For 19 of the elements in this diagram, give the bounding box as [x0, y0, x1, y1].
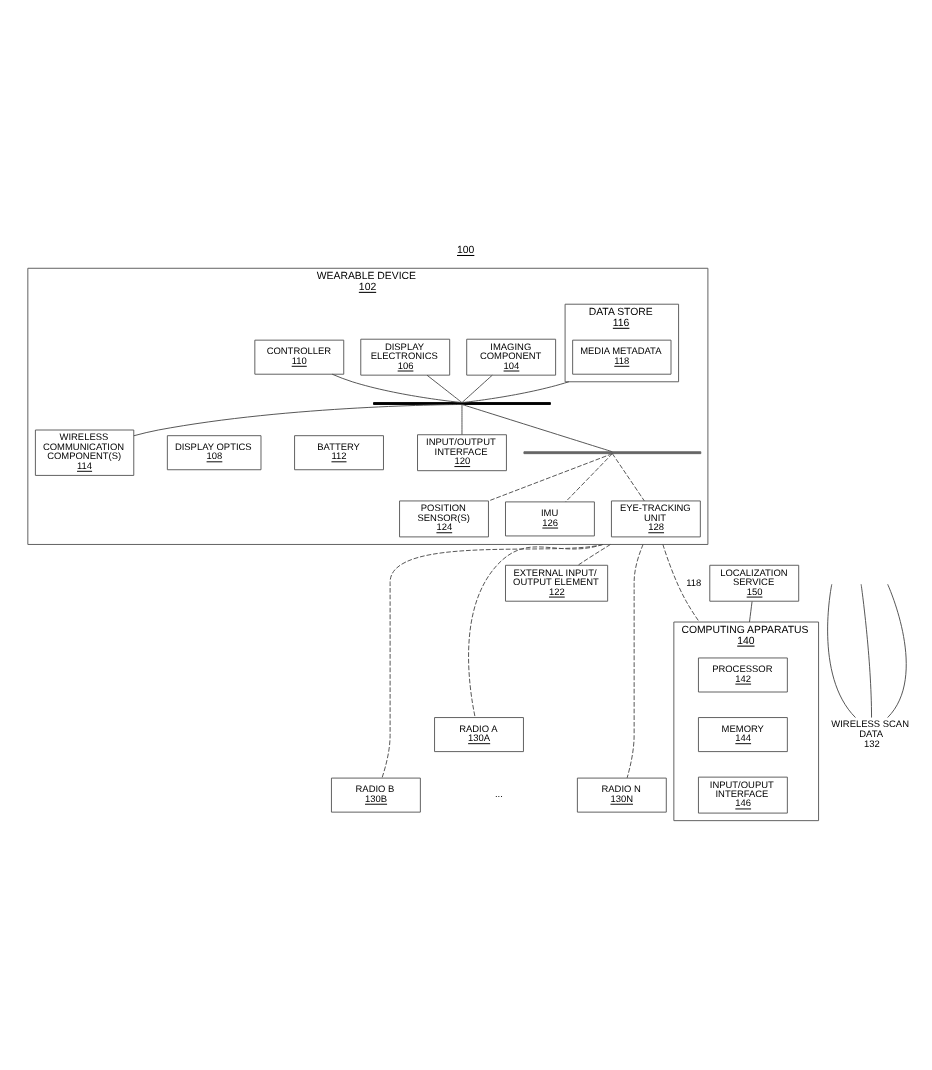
- connector: [381, 544, 604, 779]
- connector: [426, 374, 463, 403]
- connector: [749, 601, 753, 623]
- connector: [626, 544, 644, 779]
- connector: [827, 583, 856, 719]
- connector: [461, 404, 613, 453]
- connector: [565, 453, 613, 503]
- connector: [468, 544, 604, 718]
- connector: [133, 404, 463, 437]
- connector: [461, 374, 493, 403]
- connector: [860, 583, 872, 719]
- connector: [331, 373, 463, 404]
- node-bar: [523, 451, 702, 455]
- connector: [461, 381, 570, 404]
- connector: [461, 404, 463, 435]
- connector: [577, 544, 611, 566]
- node-bar: [373, 402, 551, 405]
- connector: [611, 453, 645, 502]
- connector: [887, 583, 907, 719]
